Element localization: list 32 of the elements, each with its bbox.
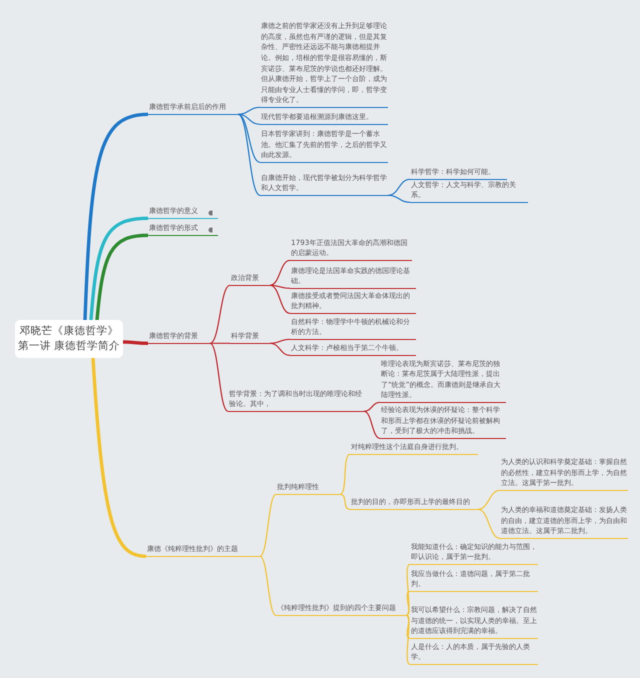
branch-line bbox=[238, 106, 260, 115]
branch-line bbox=[406, 564, 410, 616]
branch-line bbox=[238, 114, 260, 125]
branch-line bbox=[89, 216, 148, 320]
branch-line bbox=[270, 260, 290, 286]
branch-line bbox=[260, 494, 276, 557]
branch-line bbox=[388, 178, 410, 196]
branch-line bbox=[210, 342, 230, 344]
branch-line bbox=[83, 112, 148, 320]
branch-line bbox=[340, 454, 350, 495]
branch-line bbox=[478, 490, 500, 510]
branch-line bbox=[364, 402, 380, 412]
branch-line bbox=[122, 340, 148, 345]
branch-line bbox=[364, 410, 380, 439]
branch-line bbox=[210, 284, 230, 344]
branch-line bbox=[91, 358, 146, 558]
branch-line bbox=[270, 338, 290, 344]
branch-line bbox=[270, 342, 290, 356]
branch-line bbox=[270, 284, 290, 314]
branch-line bbox=[238, 114, 260, 163]
branch-line bbox=[238, 114, 260, 196]
central-topic: 邓晓芒《康德哲学》第一讲 康德哲学简介 bbox=[15, 320, 123, 358]
branch-line bbox=[406, 614, 410, 665]
branch-line bbox=[340, 494, 350, 510]
branch-line bbox=[478, 508, 500, 539]
branch-line bbox=[270, 284, 290, 289]
branch-line bbox=[210, 342, 228, 412]
branch-line bbox=[95, 234, 148, 320]
branch-line bbox=[388, 194, 410, 203]
branch-line bbox=[260, 556, 276, 616]
branch-line bbox=[406, 614, 410, 639]
branch-line bbox=[406, 590, 410, 616]
